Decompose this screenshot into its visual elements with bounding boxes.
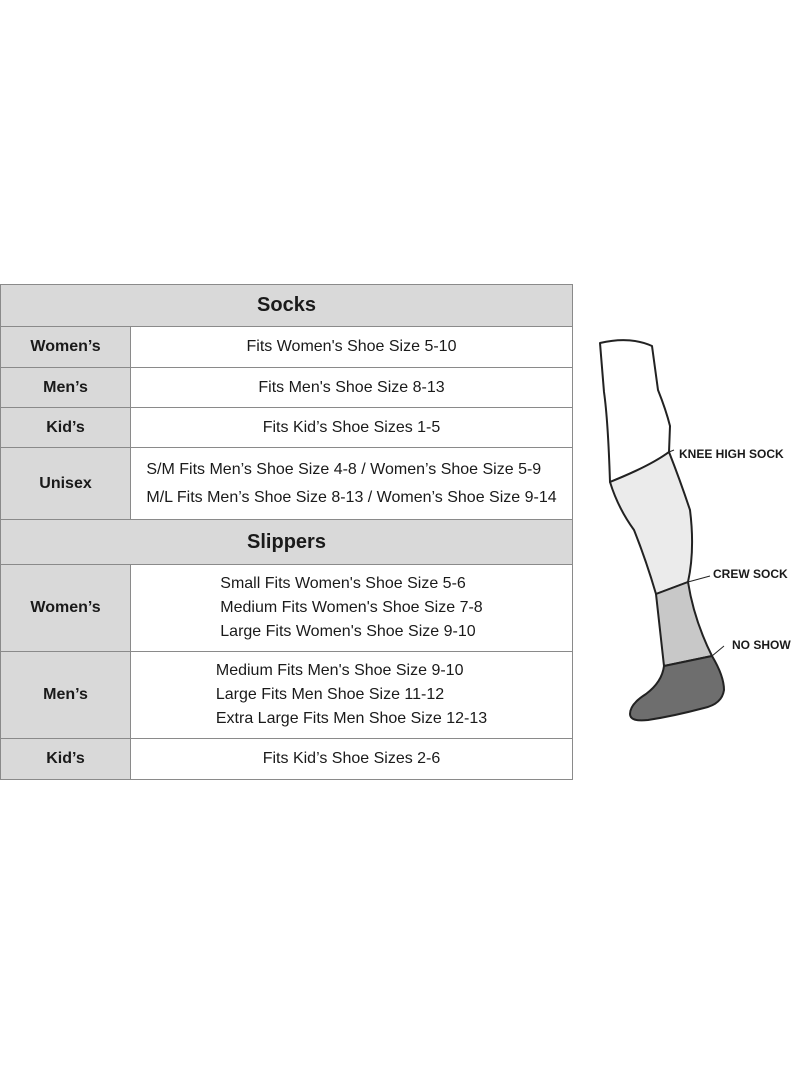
- table-row: Unisex S/M Fits Men’s Shoe Size 4-8 / Wo…: [0, 447, 573, 520]
- description-line: M/L Fits Men’s Shoe Size 8-13 / Women’s …: [146, 488, 557, 506]
- no-show-region: [629, 655, 725, 722]
- description-line: Large Fits Women's Shoe Size 9-10: [220, 623, 476, 640]
- knee-high-leader: [668, 449, 675, 453]
- description-line: S/M Fits Men’s Shoe Size 4-8 / Women’s S…: [146, 460, 542, 478]
- row-label: Kid’s: [0, 738, 131, 780]
- row-label: Unisex: [0, 447, 131, 520]
- sock-length-diagram: [599, 339, 725, 722]
- row-description: Fits Women's Shoe Size 5-10: [130, 326, 573, 368]
- row-label: Women’s: [0, 564, 131, 652]
- crew-sock-label: CREW SOCK: [713, 567, 788, 581]
- no-show-label: NO SHOW: [732, 638, 791, 652]
- row-label: Women’s: [0, 326, 131, 368]
- size-chart-table: Socks Women’s Fits Women's Shoe Size 5-1…: [0, 284, 573, 780]
- table-row: Kid’s Fits Kid’s Shoe Sizes 2-6: [0, 738, 573, 780]
- description-line: Small Fits Women's Shoe Size 5-6: [220, 575, 466, 592]
- row-label: Kid’s: [0, 407, 131, 448]
- crew-leader: [687, 575, 711, 583]
- row-description: Fits Kid’s Shoe Sizes 2-6: [130, 738, 573, 780]
- table-row: Men’s Fits Men's Shoe Size 8-13: [0, 367, 573, 408]
- table-row: Women’s Fits Women's Shoe Size 5-10: [0, 326, 573, 368]
- knee-high-sock-label: KNEE HIGH SOCK: [679, 447, 784, 461]
- description-line: Medium Fits Women's Shoe Size 7-8: [220, 599, 483, 616]
- row-label: Men’s: [0, 367, 131, 408]
- crew-region: [655, 581, 713, 667]
- no-show-leader: [711, 645, 725, 657]
- table-row: Men’s Medium Fits Men's Shoe Size 9-10 L…: [0, 651, 573, 739]
- row-description: Small Fits Women's Shoe Size 5-6 Medium …: [130, 564, 573, 652]
- row-label: Men’s: [0, 651, 131, 739]
- description-line: Extra Large Fits Men Shoe Size 12-13: [215, 710, 488, 727]
- table-row: Kid’s Fits Kid’s Shoe Sizes 1-5: [0, 407, 573, 448]
- description-line: Medium Fits Men's Shoe Size 9-10: [215, 662, 464, 679]
- socks-title: Socks: [0, 284, 573, 327]
- knee-high-band: [609, 451, 694, 595]
- socks-section-header: Socks: [0, 284, 573, 327]
- slippers-section-header: Slippers: [0, 519, 573, 565]
- row-description: Fits Men's Shoe Size 8-13: [130, 367, 573, 408]
- row-description: S/M Fits Men’s Shoe Size 4-8 / Women’s S…: [130, 447, 573, 520]
- row-description: Fits Kid’s Shoe Sizes 1-5: [130, 407, 573, 448]
- row-description: Medium Fits Men's Shoe Size 9-10 Large F…: [130, 651, 573, 739]
- slippers-title: Slippers: [0, 519, 573, 565]
- description-line: Large Fits Men Shoe Size 11-12: [215, 686, 445, 703]
- table-row: Women’s Small Fits Women's Shoe Size 5-6…: [0, 564, 573, 652]
